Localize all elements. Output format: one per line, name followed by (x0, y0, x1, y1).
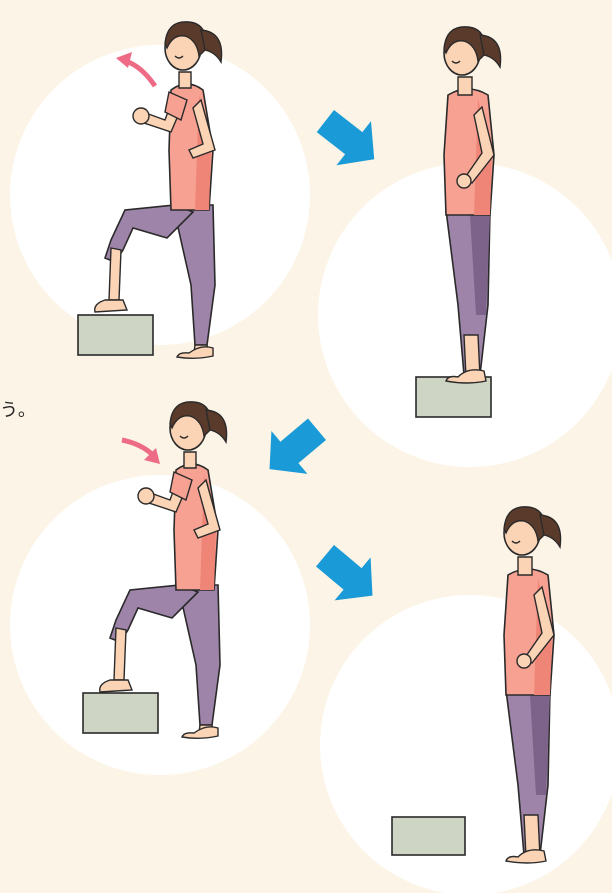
background-circle-3 (10, 475, 310, 775)
caption-fragment: う。 (0, 396, 37, 422)
exercise-step (83, 693, 158, 733)
pink-arrow-down-icon (122, 440, 154, 456)
exercise-step (78, 315, 153, 355)
background-circle-4 (320, 595, 612, 893)
exercise-step (392, 817, 465, 855)
background-circle-1 (10, 45, 310, 345)
exercise-step (416, 377, 491, 417)
blue-arrow-icon (252, 408, 335, 491)
blue-arrow-icon (308, 99, 391, 181)
blue-arrow-icon (307, 534, 390, 617)
